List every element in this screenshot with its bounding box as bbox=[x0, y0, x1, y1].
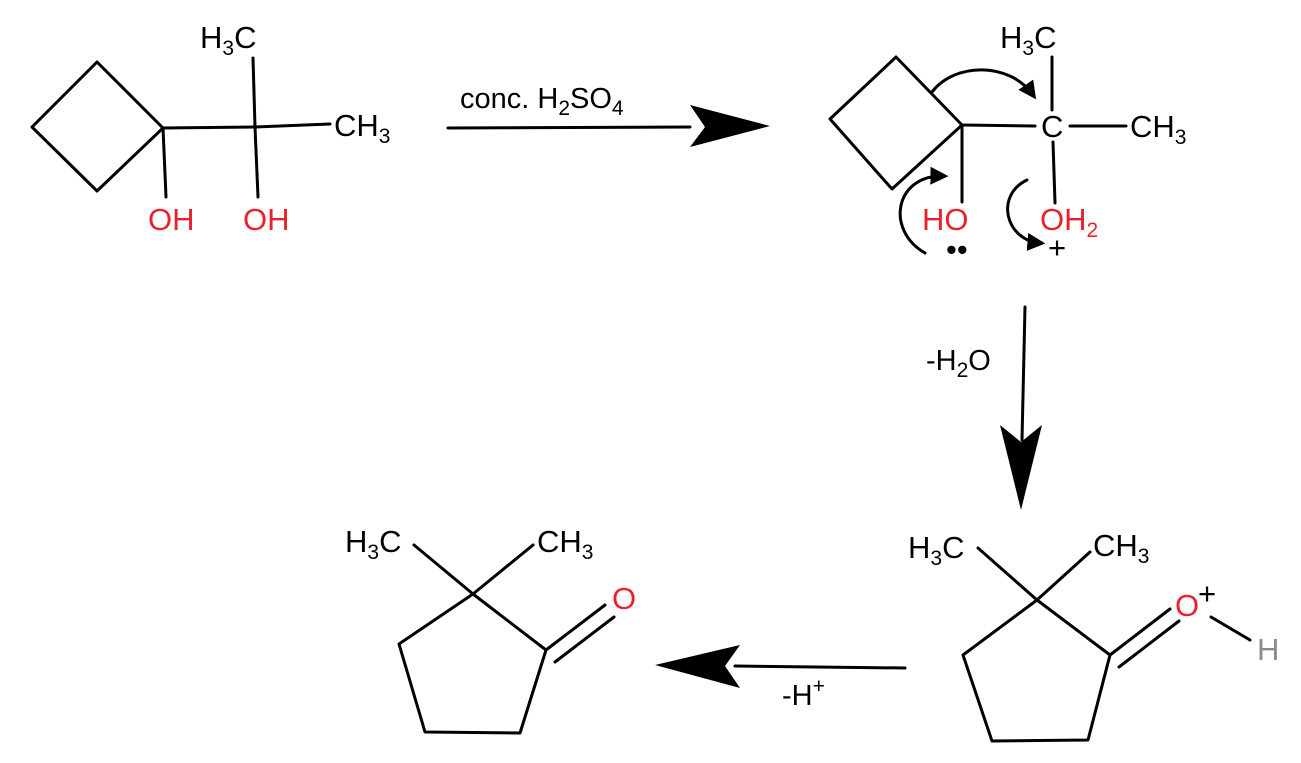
lone-pair-dots: •• bbox=[946, 232, 968, 267]
hydrogen-label: H bbox=[1257, 632, 1279, 667]
methyl-right-label: CH3 bbox=[537, 524, 593, 564]
bond-ring-to-carbinol bbox=[161, 125, 257, 130]
bond-carbinol-to-methyl-right bbox=[253, 122, 332, 129]
cyclopentane-ring bbox=[961, 598, 1112, 743]
reactant-molecule: H3C CH3 OH OH bbox=[30, 20, 390, 237]
bond-quaternary-to-methyl-right bbox=[471, 543, 535, 596]
bond-ring-to-carbon bbox=[960, 123, 1037, 128]
bond-quaternary-to-methyl-right bbox=[1035, 550, 1092, 602]
reaction-arrow-3: -H+ bbox=[655, 645, 907, 712]
cyclobutane-ring bbox=[30, 60, 165, 193]
positive-charge: + bbox=[1198, 576, 1216, 611]
bond-carbinol-to-methyl-top bbox=[251, 56, 257, 129]
reaction-arrow-2: -H2O bbox=[926, 305, 1042, 510]
reagent-water-loss-label: -H2O bbox=[926, 345, 991, 382]
bond-ring-to-oh bbox=[161, 126, 168, 199]
methyl-top-label: H3C bbox=[200, 20, 256, 60]
reaction-arrow-1: conc. H2SO4 bbox=[446, 83, 770, 147]
carbon-label: C bbox=[1041, 109, 1063, 144]
bond-quaternary-to-methyl-left bbox=[412, 543, 475, 596]
cyclopentane-ring bbox=[397, 592, 548, 735]
bond-carbinol-to-oh bbox=[253, 125, 260, 199]
hydroxyl-label: HO bbox=[922, 202, 969, 237]
cyclobutane-ring bbox=[828, 55, 964, 191]
oxonium-label: OH2 bbox=[1040, 202, 1098, 242]
methyl-right-label: CH3 bbox=[334, 108, 390, 148]
curved-arrow-leaving-water bbox=[1006, 178, 1046, 251]
carbonyl-double-bond-a bbox=[1108, 607, 1172, 657]
carbonyl-double-bond-b bbox=[553, 615, 616, 664]
protonated-ketone-molecule: H3C CH3 O + H bbox=[908, 528, 1279, 743]
hydroxyl-left-label: OH bbox=[148, 202, 195, 237]
bond-oxygen-to-hydrogen bbox=[1209, 615, 1252, 642]
carbonyl-oxygen-label: O bbox=[612, 581, 636, 616]
curved-arrow-lone-pair bbox=[898, 166, 949, 255]
carbonyl-double-bond-b bbox=[1117, 619, 1181, 669]
reagent-acid-label: conc. H2SO4 bbox=[460, 83, 624, 120]
bond-carbon-to-oh2 bbox=[1051, 140, 1057, 205]
methyl-left-label: H3C bbox=[908, 530, 964, 570]
methyl-right-label: CH3 bbox=[1130, 109, 1186, 149]
product-molecule: H3C CH3 O bbox=[345, 524, 636, 735]
carbonyl-double-bond-a bbox=[544, 603, 607, 652]
methyl-left-label: H3C bbox=[345, 524, 401, 564]
oxonium-oxygen-label: O bbox=[1175, 588, 1199, 623]
methyl-right-label: CH3 bbox=[1093, 528, 1149, 568]
reagent-deprotonation-label: -H+ bbox=[782, 675, 825, 712]
intermediate-molecule: H3C C CH3 HO OH2 •• + bbox=[828, 20, 1186, 267]
hydroxyl-right-label: OH bbox=[243, 202, 290, 237]
curved-arrow-alkyl-shift bbox=[930, 68, 1037, 100]
methyl-top-label: H3C bbox=[1000, 20, 1056, 60]
positive-charge: + bbox=[1048, 230, 1066, 265]
bond-quaternary-to-methyl-left bbox=[976, 546, 1039, 602]
